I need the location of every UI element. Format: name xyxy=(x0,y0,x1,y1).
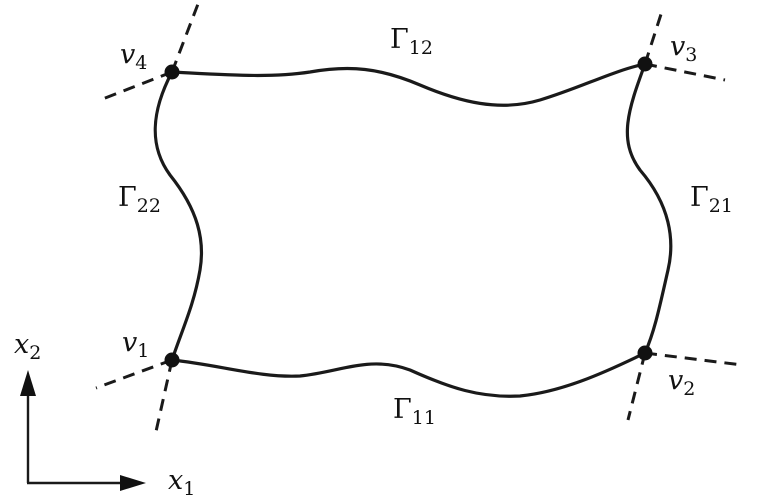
label-x1: x1 xyxy=(168,465,195,500)
edge-gamma-12 xyxy=(170,62,647,107)
x1-arrowhead-icon xyxy=(120,475,146,491)
vertex-v3-dot xyxy=(637,56,653,72)
v1-extension-down xyxy=(153,359,174,437)
vertex-extensions xyxy=(95,3,743,437)
v3-extension-right xyxy=(644,62,726,82)
v3-extension-up xyxy=(643,7,665,65)
v4-extension-up xyxy=(170,3,200,73)
v4-extension-left xyxy=(99,70,173,102)
label-gamma-21: Γ21 xyxy=(690,182,733,217)
boundary xyxy=(153,62,673,398)
x2-arrowhead-icon xyxy=(20,370,36,396)
label-v2: v2 xyxy=(668,365,695,400)
coordinate-axes xyxy=(20,370,146,491)
edge-gamma-22 xyxy=(153,70,204,362)
label-gamma-12: Γ12 xyxy=(390,24,433,59)
label-v1: v1 xyxy=(122,327,149,362)
vertex-v2-dot xyxy=(637,345,653,361)
label-x2: x2 xyxy=(14,329,41,364)
edge-gamma-21 xyxy=(625,62,673,355)
label-v3: v3 xyxy=(670,31,697,66)
edge-gamma-11 xyxy=(170,351,647,398)
label-gamma-11: Γ11 xyxy=(393,394,436,429)
v2-extension-right xyxy=(644,351,743,367)
label-gamma-22: Γ22 xyxy=(118,182,161,217)
vertex-points xyxy=(164,56,653,368)
vertex-v1-dot xyxy=(164,352,180,368)
label-v4: v4 xyxy=(120,39,147,74)
v1-extension-left xyxy=(95,358,173,390)
vertex-v4-dot xyxy=(164,64,180,80)
v2-extension-down xyxy=(626,352,647,421)
